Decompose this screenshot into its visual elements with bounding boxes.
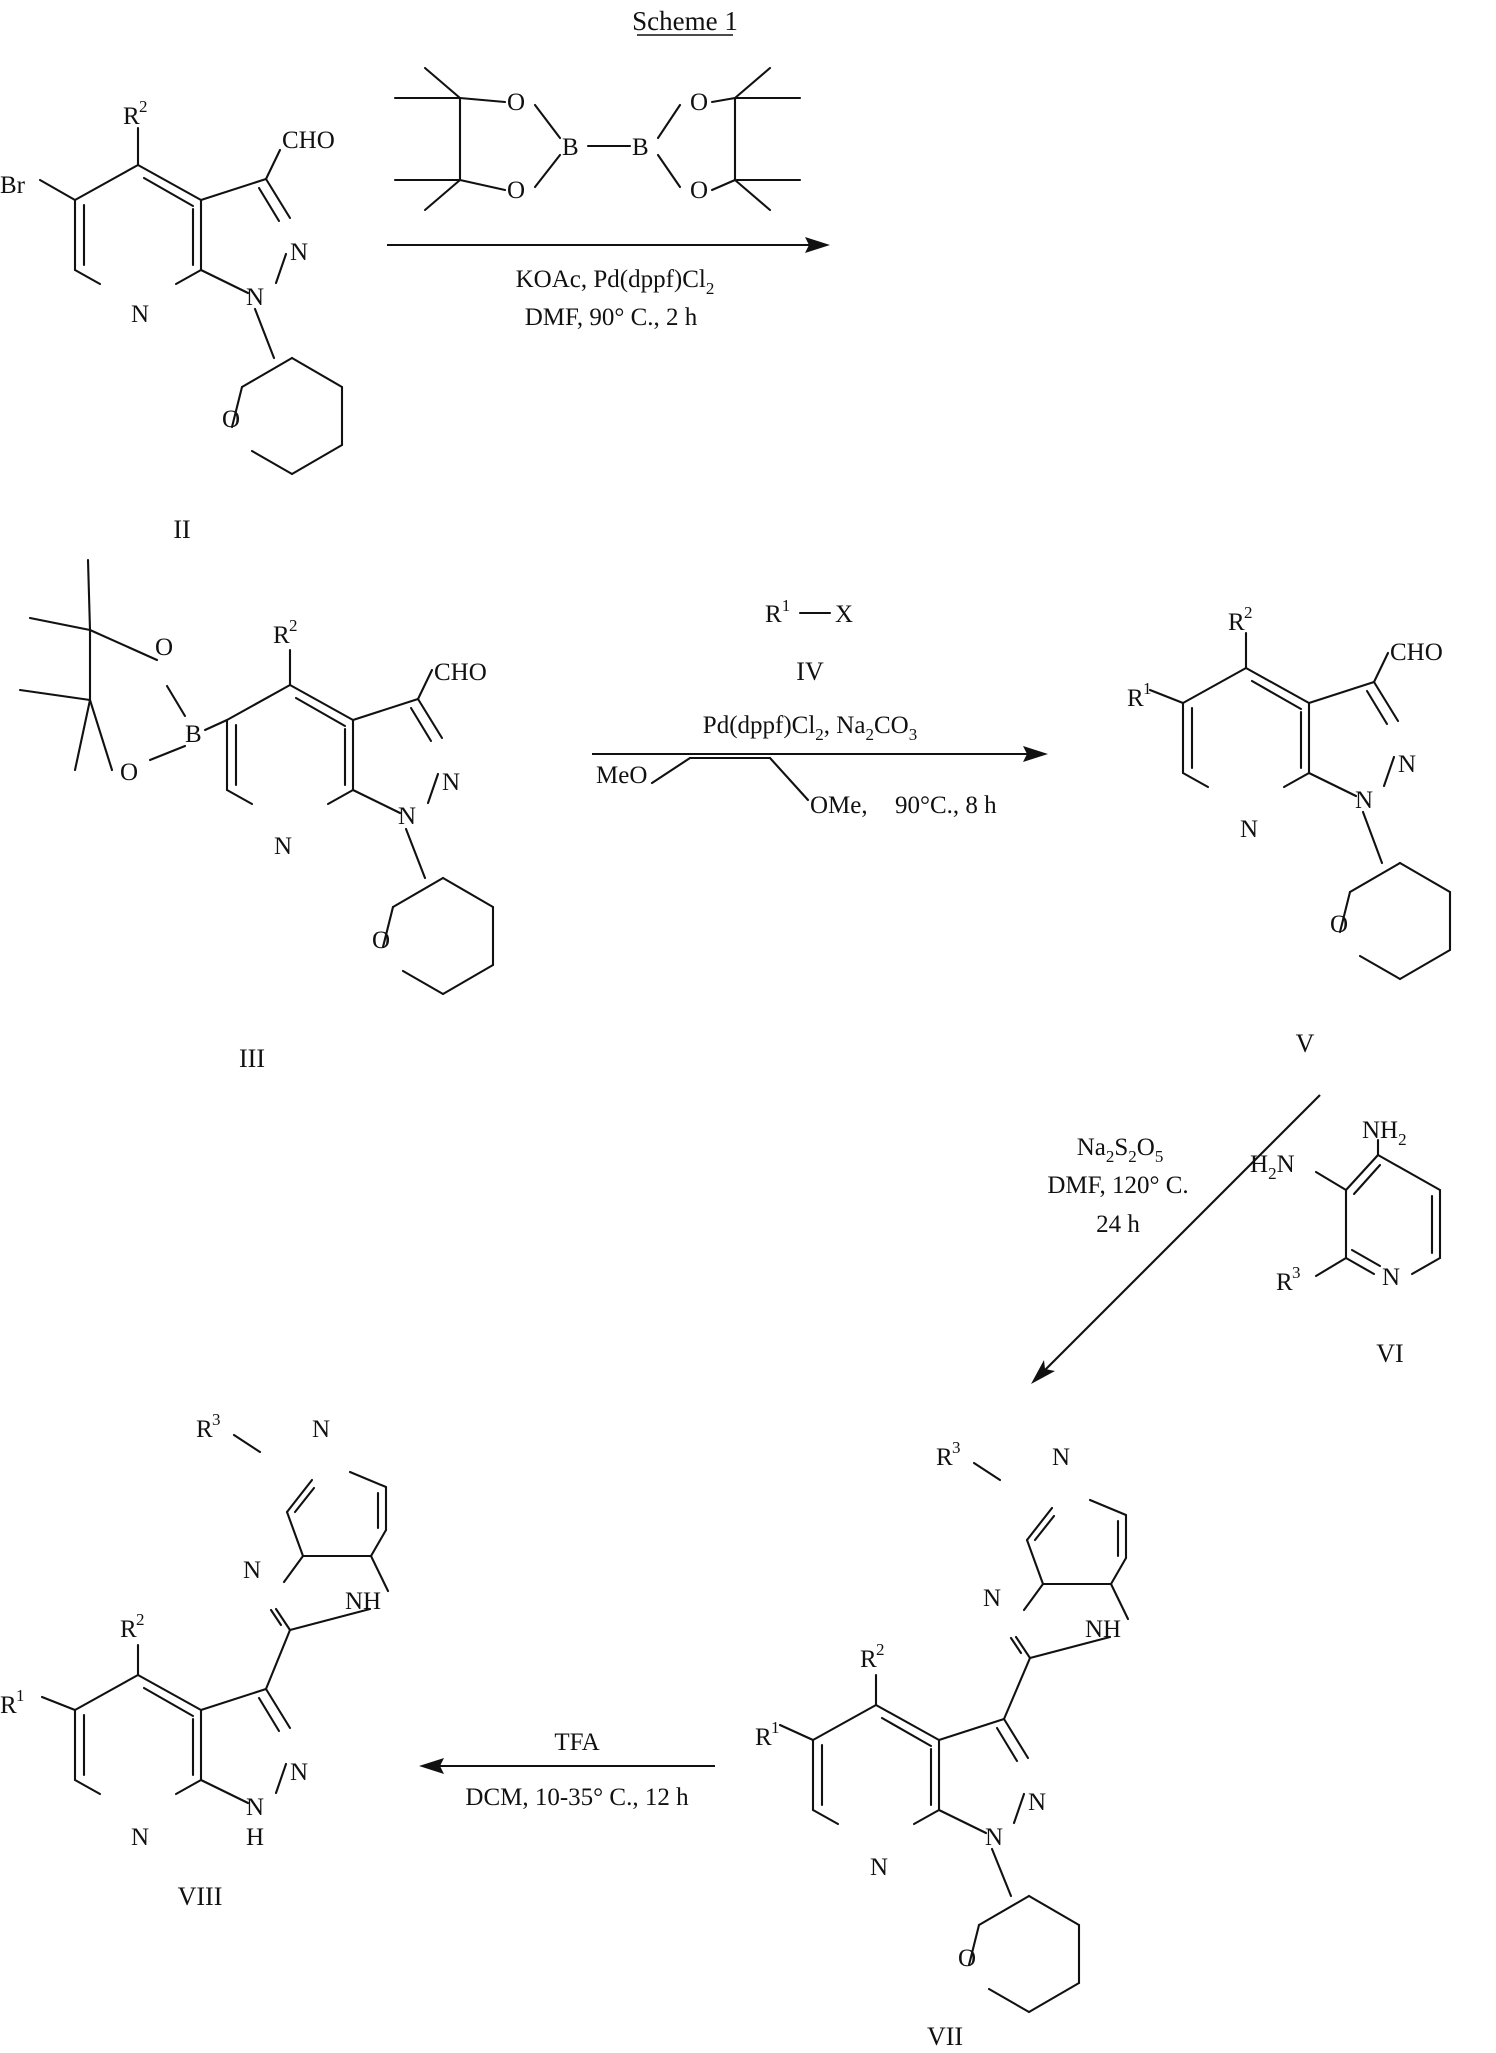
svg-text:N: N (983, 1585, 1001, 1612)
step2-solvent-ome: OMe, (810, 792, 868, 819)
compound-iii: B O O R 2 CHO N N N O III (20, 560, 493, 1073)
svg-text:O: O (690, 89, 708, 116)
svg-text:R: R (123, 103, 140, 130)
svg-text:N: N (246, 284, 264, 311)
svg-text:O: O (507, 177, 525, 204)
compound-label-vii: VII (927, 2022, 963, 2051)
compound-label-vi: VI (1376, 1339, 1403, 1368)
svg-text:N: N (1052, 1444, 1070, 1471)
b2pin2-reagent: O O B B O O (395, 68, 800, 210)
compound-label-ii: II (173, 515, 190, 544)
compound-v: R 1 R 2 CHO N N N O V (1127, 603, 1450, 1058)
svg-text:NH: NH (345, 1588, 381, 1615)
svg-text:R: R (196, 1416, 213, 1443)
svg-text:N: N (312, 1416, 330, 1443)
svg-text:R: R (860, 1646, 877, 1673)
svg-text:N: N (1028, 1789, 1046, 1816)
reaction-arrow-1: KOAc, Pd(dppf)Cl2 DMF, 90° C., 2 h (387, 237, 830, 331)
svg-text:NH: NH (1085, 1616, 1121, 1643)
svg-text:R: R (936, 1444, 953, 1471)
svg-text:N: N (1240, 816, 1258, 843)
svg-text:N: N (985, 1824, 1003, 1851)
svg-text:N: N (131, 301, 149, 328)
svg-text:N: N (243, 1557, 261, 1584)
svg-text:2: 2 (1244, 603, 1253, 622)
svg-text:1: 1 (1143, 679, 1152, 698)
svg-text:3: 3 (1292, 1263, 1301, 1282)
svg-text:R: R (755, 1724, 772, 1751)
step2-conditions-line2: 90°C., 8 h (895, 792, 997, 819)
svg-text:N: N (442, 769, 460, 796)
step3-conditions-line2: DMF, 120° C. (1047, 1172, 1188, 1199)
svg-text:O: O (155, 634, 173, 661)
svg-text:1: 1 (16, 1686, 25, 1705)
svg-text:R: R (0, 1692, 17, 1719)
svg-text:X: X (835, 601, 853, 628)
step3-conditions-line1: Na2S2O5 (1077, 1134, 1164, 1166)
svg-text:H: H (246, 1824, 264, 1851)
svg-text:R: R (1127, 685, 1144, 712)
svg-text:O: O (222, 406, 240, 433)
svg-text:CHO: CHO (1390, 639, 1443, 666)
reaction-arrow-4: TFA DCM, 10-35° C., 12 h (419, 1729, 715, 1811)
svg-text:1: 1 (771, 1718, 780, 1737)
svg-text:2: 2 (289, 616, 298, 635)
svg-text:2: 2 (139, 97, 148, 116)
svg-text:N: N (398, 803, 416, 830)
compound-label-viii: VIII (178, 1882, 223, 1911)
svg-text:B: B (185, 721, 202, 748)
step4-conditions-line2: DCM, 10-35° C., 12 h (465, 1784, 689, 1811)
svg-text:O: O (372, 927, 390, 954)
svg-text:R: R (273, 622, 290, 649)
scheme-title: Scheme 1 (632, 6, 738, 36)
svg-text:O: O (690, 177, 708, 204)
svg-text:H2N: H2N (1250, 1151, 1295, 1183)
reaction-arrow-2: R1 X IV Pd(dppf)Cl2, Na2CO3 MeO OMe, 90°… (592, 596, 1048, 819)
svg-text:3: 3 (952, 1438, 961, 1457)
compound-label-iv: IV (796, 657, 824, 686)
svg-text:N: N (246, 1794, 264, 1821)
svg-text:R: R (1276, 1269, 1293, 1296)
reaction-arrow-3: Na2S2O5 DMF, 120° C. 24 h (1031, 1095, 1320, 1384)
svg-text:O: O (958, 1945, 976, 1972)
compound-viii: N NH N R 3 R 1 R 2 N N H N VIII (0, 1410, 388, 1911)
svg-text:N: N (870, 1854, 888, 1881)
svg-text:N: N (1382, 1264, 1400, 1291)
compound-vi: NH2 H2N N R 3 VI (1250, 1117, 1440, 1368)
svg-text:O: O (507, 89, 525, 116)
svg-text:N: N (274, 833, 292, 860)
svg-text:N: N (290, 1759, 308, 1786)
compound-vii: N NH N R 3 R 1 R 2 N N N O VII (755, 1438, 1128, 2051)
step2-solvent-meo: MeO (596, 762, 647, 789)
svg-text:N: N (131, 1824, 149, 1851)
compound-label-iii: III (239, 1044, 265, 1073)
svg-text:R: R (1228, 609, 1245, 636)
svg-text:N: N (290, 239, 308, 266)
svg-text:CHO: CHO (282, 127, 335, 154)
svg-text:Br: Br (0, 172, 26, 199)
svg-text:2: 2 (876, 1640, 885, 1659)
svg-text:CHO: CHO (434, 659, 487, 686)
step2-reagent: R1 (765, 596, 790, 628)
compound-ii: Br R 2 CHO N N N O II (0, 97, 342, 544)
svg-text:B: B (562, 134, 579, 161)
svg-text:2: 2 (136, 1610, 145, 1629)
step2-conditions-line1: Pd(dppf)Cl2, Na2CO3 (703, 712, 917, 744)
svg-text:N: N (1398, 751, 1416, 778)
svg-text:N: N (1355, 787, 1373, 814)
svg-text:O: O (1330, 911, 1348, 938)
step4-conditions-line1: TFA (554, 1729, 599, 1756)
step1-conditions-line1: KOAc, Pd(dppf)Cl2 (516, 266, 715, 298)
step3-conditions-line3: 24 h (1096, 1211, 1140, 1238)
step1-conditions-line2: DMF, 90° C., 2 h (525, 304, 698, 331)
svg-text:3: 3 (212, 1410, 221, 1429)
svg-text:R: R (120, 1616, 137, 1643)
svg-text:O: O (120, 759, 138, 786)
svg-text:NH2: NH2 (1362, 1117, 1407, 1149)
compound-label-v: V (1296, 1029, 1315, 1058)
svg-text:B: B (632, 134, 649, 161)
